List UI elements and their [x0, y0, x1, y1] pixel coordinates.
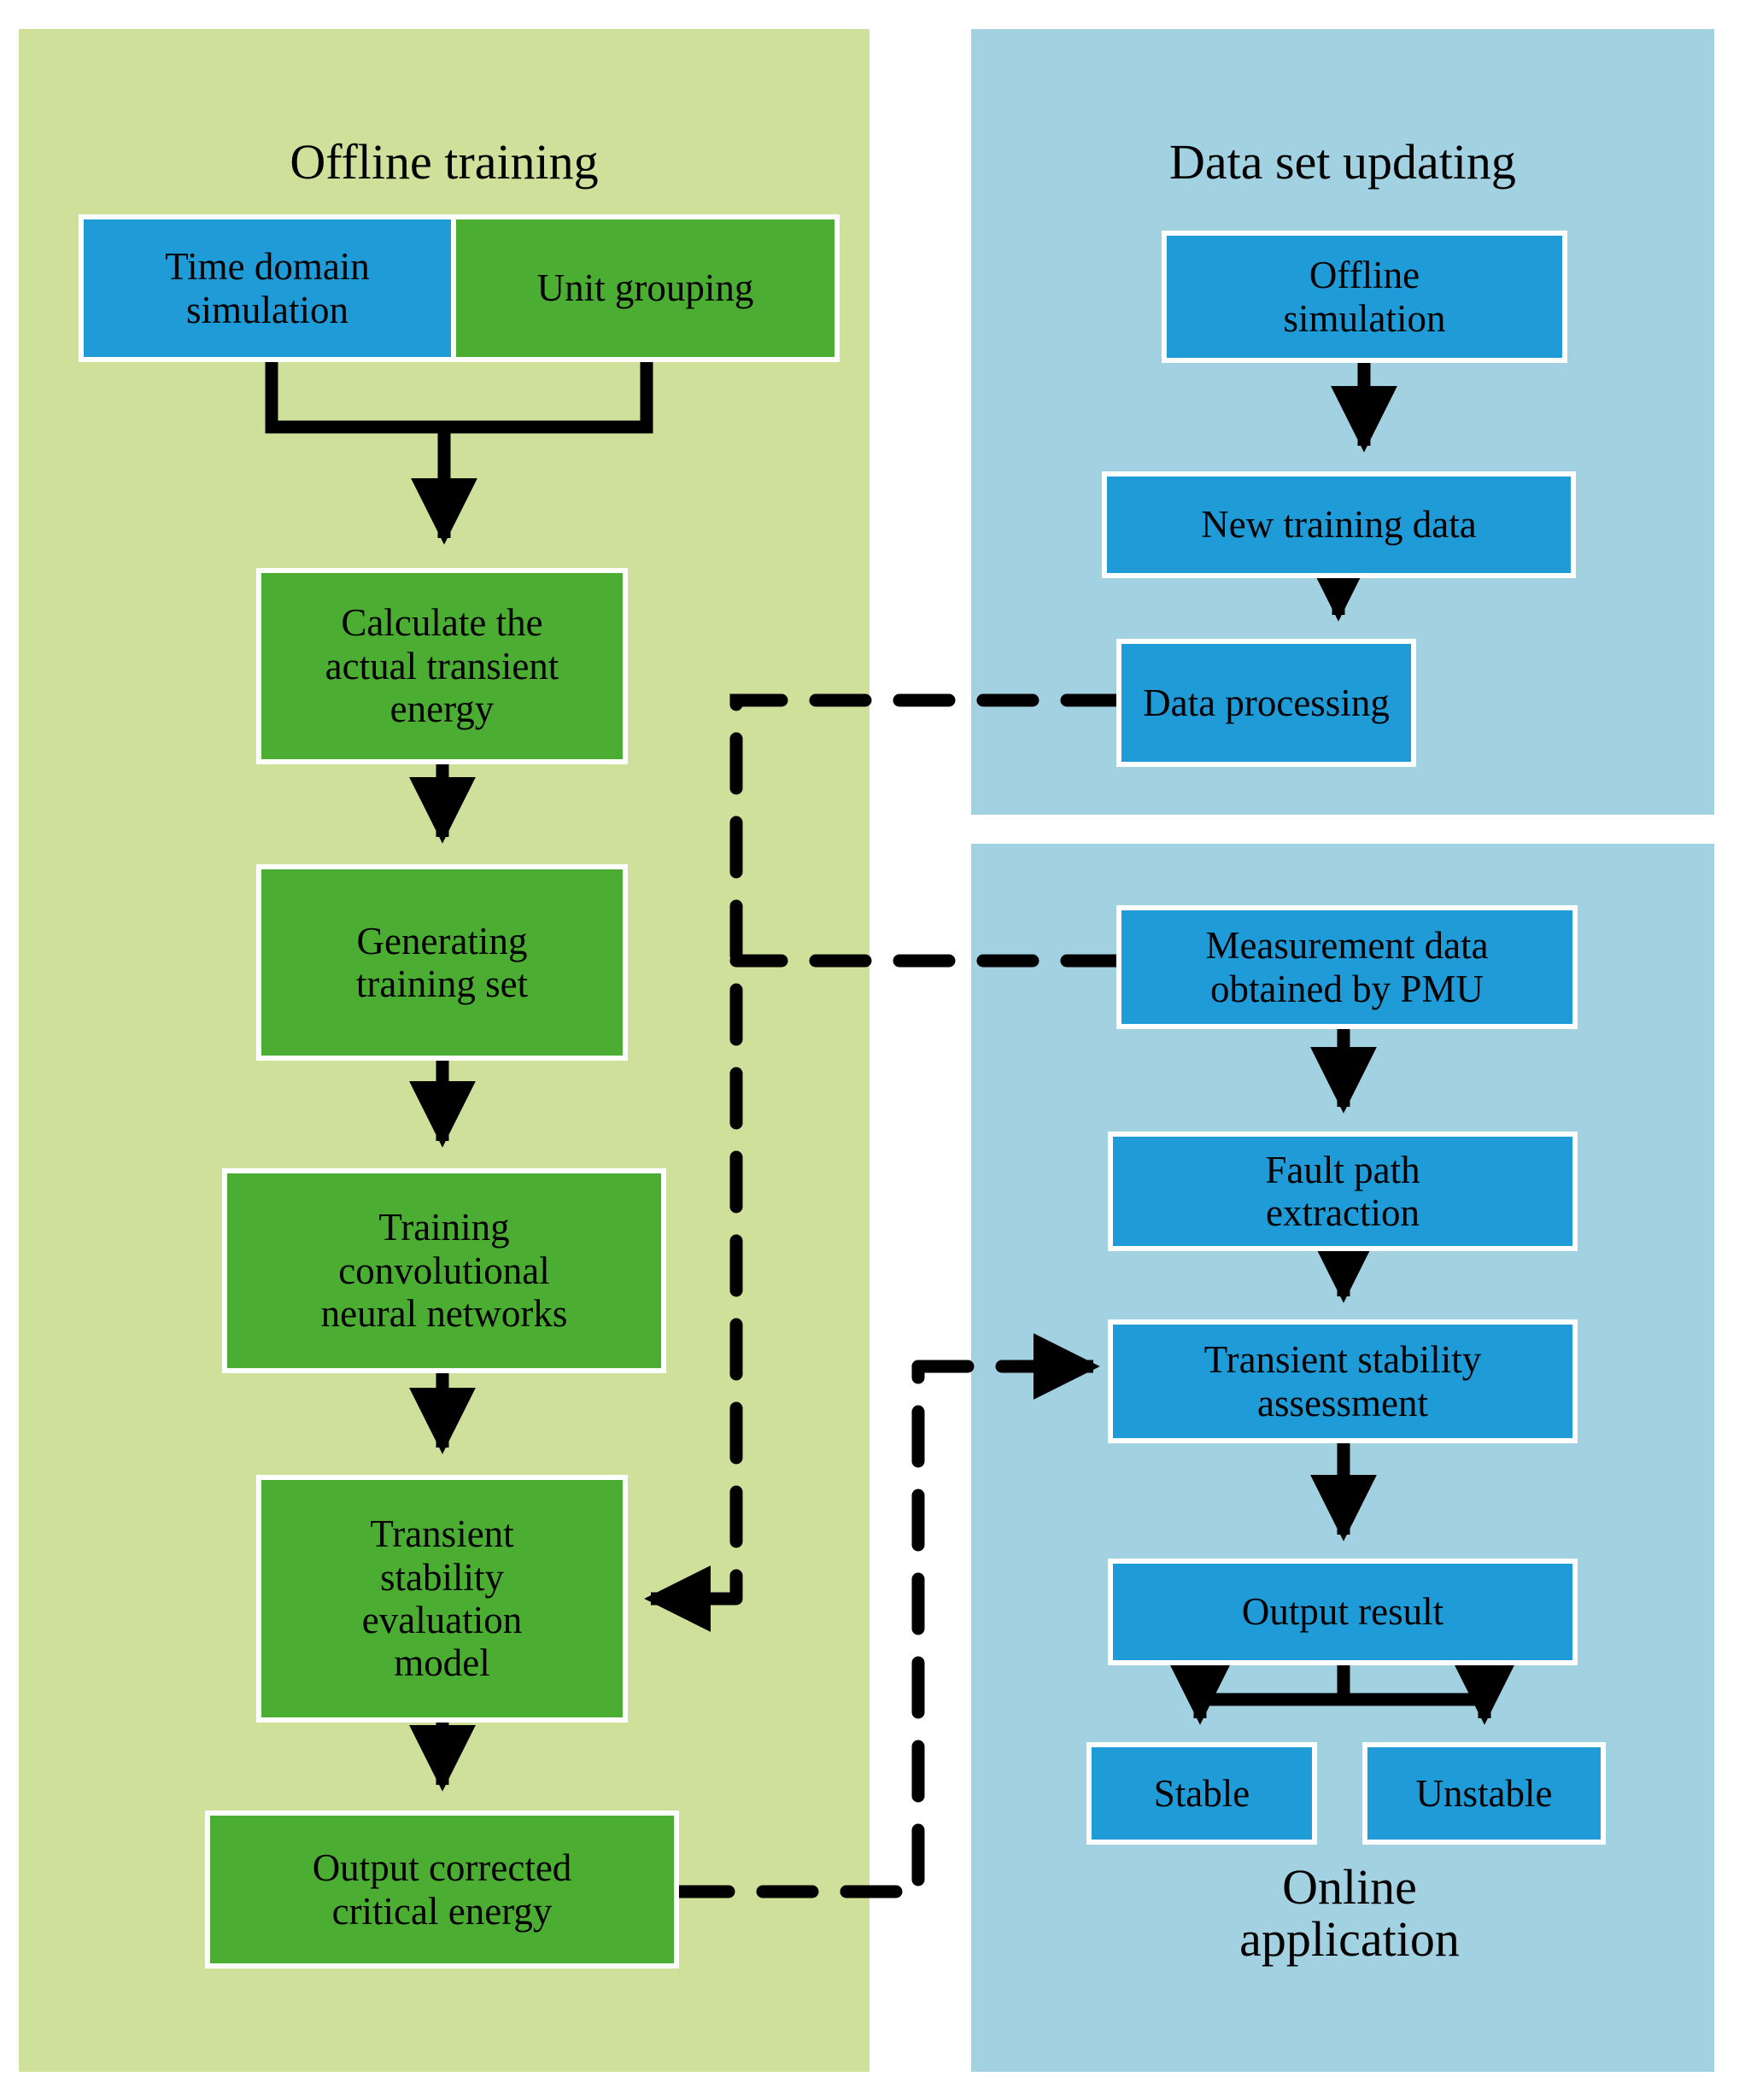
node-time-domain-simulation[interactable]: Time domain simulation: [79, 214, 456, 362]
node-new-training-data[interactable]: New training data: [1102, 471, 1576, 578]
node-measurement-data-obtained-by-pmu[interactable]: Measurement data obtained by PMU: [1116, 905, 1578, 1029]
panel-title-online-application: Online application: [1239, 1859, 1460, 1967]
node-stable[interactable]: Stable: [1086, 1742, 1317, 1845]
panel-title-data-set-updating: Data set updating: [1169, 134, 1516, 190]
node-output-result[interactable]: Output result: [1108, 1559, 1578, 1665]
node-transient-stability-assessment[interactable]: Transient stability assessment: [1108, 1319, 1578, 1443]
node-fault-path-extraction[interactable]: Fault path extraction: [1108, 1132, 1578, 1251]
node-data-processing[interactable]: Data processing: [1116, 639, 1416, 767]
node-generating-training-set[interactable]: Generating training set: [256, 864, 628, 1061]
node-unstable[interactable]: Unstable: [1362, 1742, 1606, 1845]
panel-title-offline-training: Offline training: [290, 134, 599, 190]
node-training-convolutional-neural-networks[interactable]: Training convolutional neural networks: [222, 1168, 666, 1373]
node-unit-grouping[interactable]: Unit grouping: [451, 214, 840, 362]
node-calculate-actual-transient-energy[interactable]: Calculate the actual transient energy: [256, 568, 628, 764]
node-transient-stability-evaluation-model[interactable]: Transient stability evaluation model: [256, 1475, 628, 1723]
node-output-corrected-critical-energy[interactable]: Output corrected critical energy: [205, 1810, 679, 1968]
node-offline-simulation[interactable]: Offline simulation: [1162, 231, 1567, 363]
